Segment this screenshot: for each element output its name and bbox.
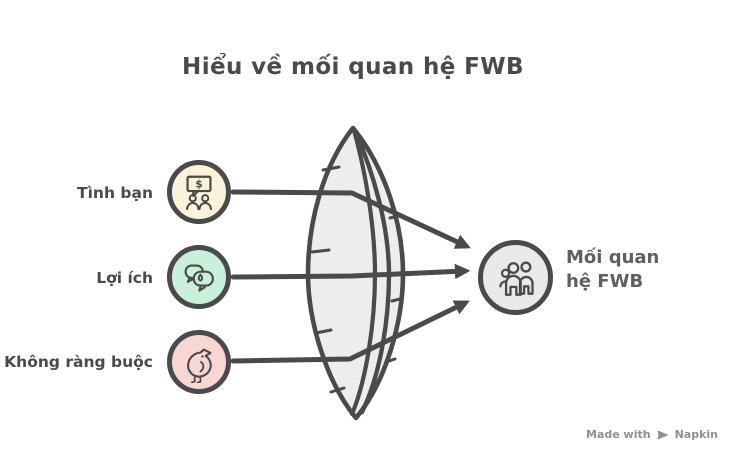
fwb-relationship-node [478,240,553,315]
input-label-no-strings: Không ràng buộc [4,353,153,371]
friendship-node: $ [167,160,231,224]
speech-bubbles-icon [184,264,214,292]
people-group-icon [498,260,534,296]
arrow-no-strings [230,300,470,364]
badge-brand: Napkin [674,428,718,441]
input-label-friendship: Tình bạn [77,184,153,202]
output-label-fwb: Mối quan hệ FWB [566,247,660,292]
input-label-benefits: Lợi ích [96,269,153,287]
no-strings-node [167,330,231,394]
dollar-glyph: $ [195,178,202,190]
made-with-napkin-badge: Made with Napkin [586,428,718,441]
arrow-benefits [230,263,471,280]
bird-icon [187,348,212,383]
badge-prefix: Made with [586,428,651,441]
benefits-node [167,245,231,309]
pen-nib-icon [656,430,669,439]
diagram-title: Hiểu về mối quan hệ FWB [182,54,524,80]
people-money-chat-icon: $ [186,175,212,211]
arrow-friendship [230,189,471,249]
